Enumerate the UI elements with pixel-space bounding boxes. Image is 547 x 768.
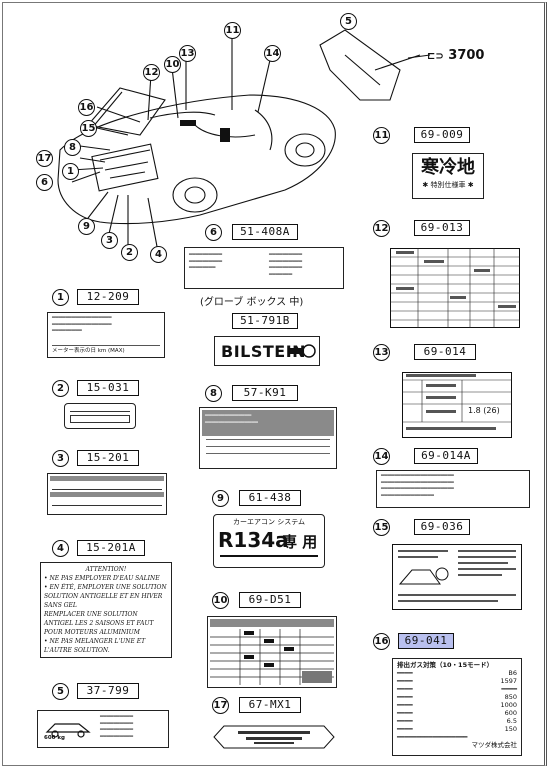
label-6-note: (グローブ ボックス 中) [200, 297, 304, 308]
label-11-sticker: 寒冷地 ✱ 特別仕様車 ✱ [412, 153, 484, 199]
callout-1: 1 [62, 163, 79, 180]
label-13-sticker [402, 372, 512, 438]
label-10-number: 10 [212, 592, 229, 609]
label-17-number: 17 [212, 697, 229, 714]
label-3-part-number: 15-201 [77, 450, 139, 466]
label-4-sticker: ATTENTION! • NE PAS EMPLOYER D'EAU SALIN… [40, 562, 172, 658]
label-13-value: 1.8 (26) [468, 406, 500, 415]
callout-6: 6 [36, 174, 53, 191]
label-10-sticker [207, 616, 337, 688]
jack-part-number: ⊏⊃ 3700 [427, 48, 485, 63]
label-17-part-number: 67-MX1 [239, 697, 301, 713]
label-15-part-number: 69-036 [414, 519, 470, 535]
label-1-sticker: ━━━━━━━━━━━━━━━━━━━━━━━━━━━━━━━━━━━━━━━━… [47, 312, 165, 358]
label-10-grid [210, 629, 334, 685]
label-5-number: 5 [52, 683, 69, 700]
label-11-part-number: 69-009 [414, 127, 470, 143]
label-12-part-number: 69-013 [414, 220, 470, 236]
label-6-sticker: ━━━━━━━━━━━━━━━━━━━━━━━━━━━━ ━━━━━━━━━━━… [184, 247, 344, 289]
label-14-number: 14 [373, 448, 390, 465]
label-2-number: 2 [52, 380, 69, 397]
label-12-sticker [390, 248, 520, 328]
label-8-sticker: ━━━━━━━━━━━━━━━━━━━━━━━━━━━━━━ [199, 407, 337, 469]
label-8-part-number: 57-K91 [232, 385, 298, 401]
label-9-number: 9 [212, 490, 229, 507]
callout-8: 8 [64, 139, 81, 156]
callout-13: 13 [179, 45, 196, 62]
label-16-number: 16 [373, 633, 390, 650]
label-1-part-number: 12-209 [77, 289, 139, 305]
bilstein-shock-icon [290, 344, 316, 358]
label-10-part-number: 69-D51 [239, 592, 301, 608]
label-13-part-number: 69-014 [414, 344, 476, 360]
callout-4: 4 [150, 246, 167, 263]
label-5-sticker: 600 kg ━━━━━━━━━━━━━━━━━━━━━━━━━━━━━━━━━… [37, 710, 169, 748]
label-1-number: 1 [52, 289, 69, 306]
label-6-number: 6 [205, 224, 222, 241]
label-3-sticker [47, 473, 167, 515]
car-jack-icon [45, 723, 91, 738]
label-9-part-number: 61-438 [239, 490, 301, 506]
label-6-part-number: 51-408A [232, 224, 298, 240]
label-12-number: 12 [373, 220, 390, 237]
label-14-part-number: 69-014A [414, 448, 478, 464]
label-2-part-number: 15-031 [77, 380, 139, 396]
label-2-sticker [64, 403, 136, 429]
callout-12: 12 [143, 64, 160, 81]
label-15-sticker [392, 544, 522, 610]
callout-10: 10 [164, 56, 181, 73]
callout-16: 16 [78, 99, 95, 116]
label-13-number: 13 [373, 344, 390, 361]
callout-14: 14 [264, 45, 281, 62]
label-8-number: 8 [205, 385, 222, 402]
callout-9: 9 [78, 218, 95, 235]
label-9-sticker: カーエアコン システム R134a 専 用 [213, 514, 325, 568]
label-14-sticker: ━━━━━━━━━━━━━━━━━━━━━━━━━━━━━━━━━━━━━━━━… [376, 470, 530, 508]
label-16-part-number: 69-041 [398, 633, 454, 649]
label-3-number: 3 [52, 450, 69, 467]
label-4-number: 4 [52, 540, 69, 557]
label-7-part-number: 51-791B [232, 313, 298, 329]
callout-15: 15 [80, 120, 97, 137]
label-15-number: 15 [373, 519, 390, 536]
callout-5: 5 [340, 13, 357, 30]
label-4-part-number: 15-201A [77, 540, 145, 556]
callout-17: 17 [36, 150, 53, 167]
callout-11: 11 [224, 22, 241, 39]
label-5-part-number: 37-799 [77, 683, 139, 699]
label-17-sticker [213, 725, 335, 749]
label-11-number: 11 [373, 127, 390, 144]
callout-3: 3 [101, 232, 118, 249]
label-16-sticker: 排出ガス対策（10・15モード） ━━━━B6 ━━━━1597 ━━━━━━━… [392, 658, 522, 756]
label-7-sticker: BILSTEIN [214, 336, 320, 366]
callout-2: 2 [121, 244, 138, 261]
